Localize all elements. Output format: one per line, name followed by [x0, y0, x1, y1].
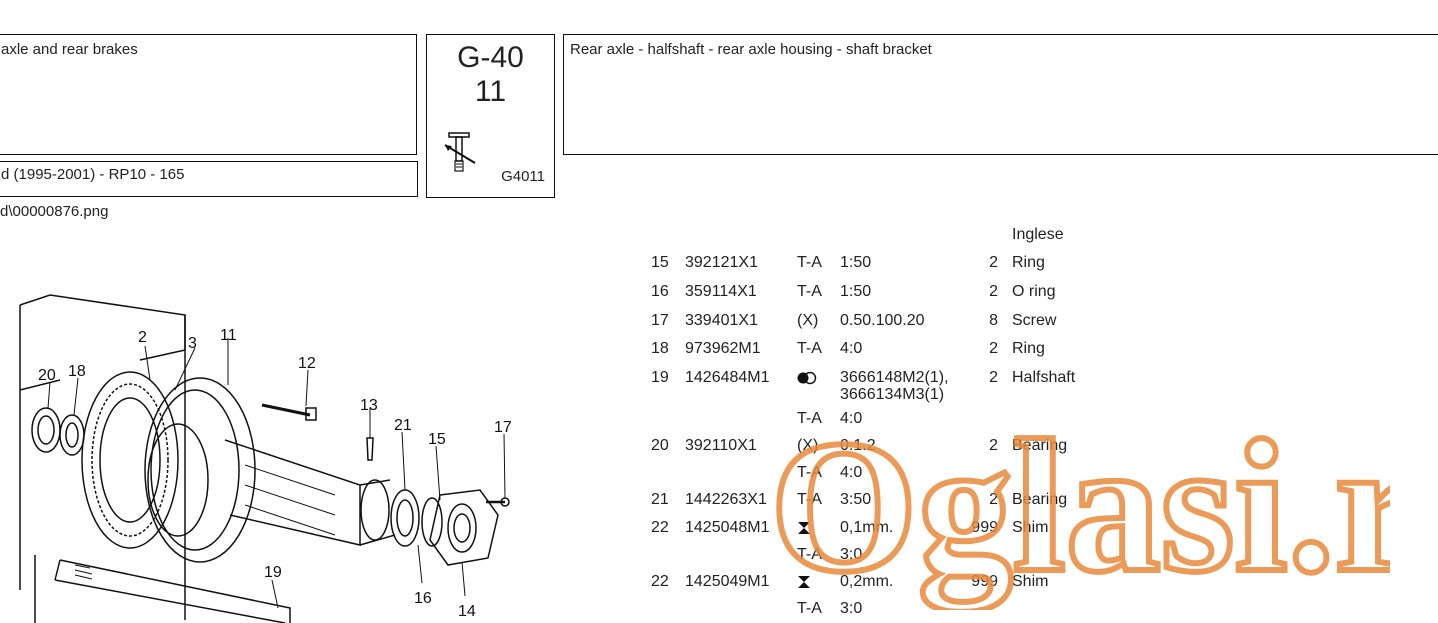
description: Shim: [1012, 519, 1049, 536]
callout-label: 16: [414, 590, 432, 607]
description: Screw: [1012, 312, 1057, 329]
ratio-value: 1:50: [840, 283, 872, 300]
quantity: 2: [989, 340, 998, 357]
callout-label: 3: [188, 335, 197, 352]
part-number: 1425049M1: [685, 573, 770, 590]
description: O ring: [1012, 283, 1056, 300]
model-line: d (1995-2001) - RP10 - 165: [1, 166, 185, 183]
interchange-ref-1: 3666148M2(1),: [840, 369, 949, 386]
reference-code: T-A: [797, 546, 822, 563]
ratio-value: 1:50: [840, 254, 872, 271]
part-number: 1426484M1: [685, 369, 770, 386]
interchange-icon: [797, 371, 817, 385]
ratio-value: 0.50.100.20: [840, 312, 925, 329]
part-number: 339401X1: [685, 312, 758, 329]
callout-label: 13: [360, 397, 378, 414]
description: Bearing: [1012, 491, 1068, 508]
part-number: 392110X1: [685, 437, 757, 454]
reference-code: T-A: [797, 340, 822, 357]
reference-code: T-A: [797, 491, 822, 508]
callout-label: 18: [68, 363, 86, 380]
callout-label: 2: [138, 329, 147, 346]
section-title-box: axle and rear brakes: [0, 34, 417, 155]
part-number: 359114X1: [685, 283, 757, 300]
callout-label: 17: [494, 419, 512, 436]
ratio-value: 0,1mm.: [840, 519, 894, 536]
position-number: 16: [651, 283, 669, 300]
quantity: 8: [989, 312, 998, 329]
plate-title-box: Rear axle - halfshaft - rear axle housin…: [563, 34, 1438, 155]
part-number: 392121X1: [685, 254, 758, 271]
ratio-value: 4:0: [840, 410, 863, 427]
description: Halfshaft: [1012, 369, 1076, 386]
position-number: 17: [651, 312, 669, 329]
ratio-value: 4:0: [840, 340, 863, 357]
group-code: G-40: [457, 41, 524, 74]
section-title: axle and rear brakes: [1, 41, 138, 58]
reference-code: T-A: [797, 410, 822, 427]
position-number: 21: [651, 491, 669, 508]
quantity: 2: [989, 491, 998, 508]
callout-label: 11: [220, 327, 237, 344]
part-number: 1425048M1: [685, 519, 770, 536]
reference-code: T-A: [797, 464, 822, 481]
quantity: 2: [989, 437, 998, 454]
description: Bearing: [1012, 437, 1068, 454]
group-subcode: 11: [474, 75, 507, 108]
reference-code: (X): [797, 312, 819, 329]
quantity: 2: [989, 369, 998, 386]
group-code-box: G-40 11 G4011: [426, 34, 555, 198]
callout-label: 12: [298, 355, 316, 372]
position-number: 22: [651, 573, 669, 590]
description: Shim: [1012, 573, 1049, 590]
ratio-value: 3:0: [840, 546, 863, 563]
language-label: Inglese: [1012, 226, 1064, 243]
plate-code: G4011: [501, 168, 545, 185]
halfshaft-icon: [444, 132, 476, 172]
callout-label: 20: [38, 367, 56, 384]
ratio-value: 3:0: [840, 600, 863, 617]
position-number: 20: [651, 437, 669, 454]
position-number: 22: [651, 519, 669, 536]
reference-code: T-A: [797, 283, 822, 300]
ratio-value: 0,2mm.: [840, 573, 894, 590]
quantity: 2: [989, 254, 998, 271]
exploded-parts-diagram: 2 3 11 12 13 21 15 17 20 18 19 16 14: [19, 294, 512, 623]
file-path: d\00000876.png: [0, 203, 109, 220]
description: Ring: [1012, 254, 1045, 271]
hourglass-icon: [798, 522, 810, 534]
description: Ring: [1012, 340, 1045, 357]
ratio-value: 4:0: [840, 464, 863, 481]
reference-code: T-A: [797, 600, 822, 617]
quantity: 999: [971, 519, 998, 536]
reference-code: (X): [797, 437, 819, 454]
position-number: 19: [651, 369, 669, 386]
ratio-value: 0.1.2: [840, 437, 876, 454]
model-line-box: d (1995-2001) - RP10 - 165: [0, 161, 418, 197]
hourglass-icon: [798, 576, 810, 588]
part-number: 973962M1: [685, 340, 761, 357]
position-number: 18: [651, 340, 669, 357]
position-number: 15: [651, 254, 669, 271]
callout-label: 15: [428, 431, 446, 448]
quantity: 999: [971, 573, 998, 590]
quantity: 2: [989, 283, 998, 300]
callout-label: 14: [458, 603, 476, 620]
plate-title: Rear axle - halfshaft - rear axle housin…: [570, 41, 932, 58]
interchange-ref-2: 3666134M3(1): [840, 386, 945, 403]
reference-code: T-A: [797, 254, 822, 271]
callout-label: 21: [394, 417, 412, 434]
part-number: 1442263X1: [685, 491, 767, 508]
callout-label: 19: [264, 564, 282, 581]
ratio-value: 3:50: [840, 491, 872, 508]
